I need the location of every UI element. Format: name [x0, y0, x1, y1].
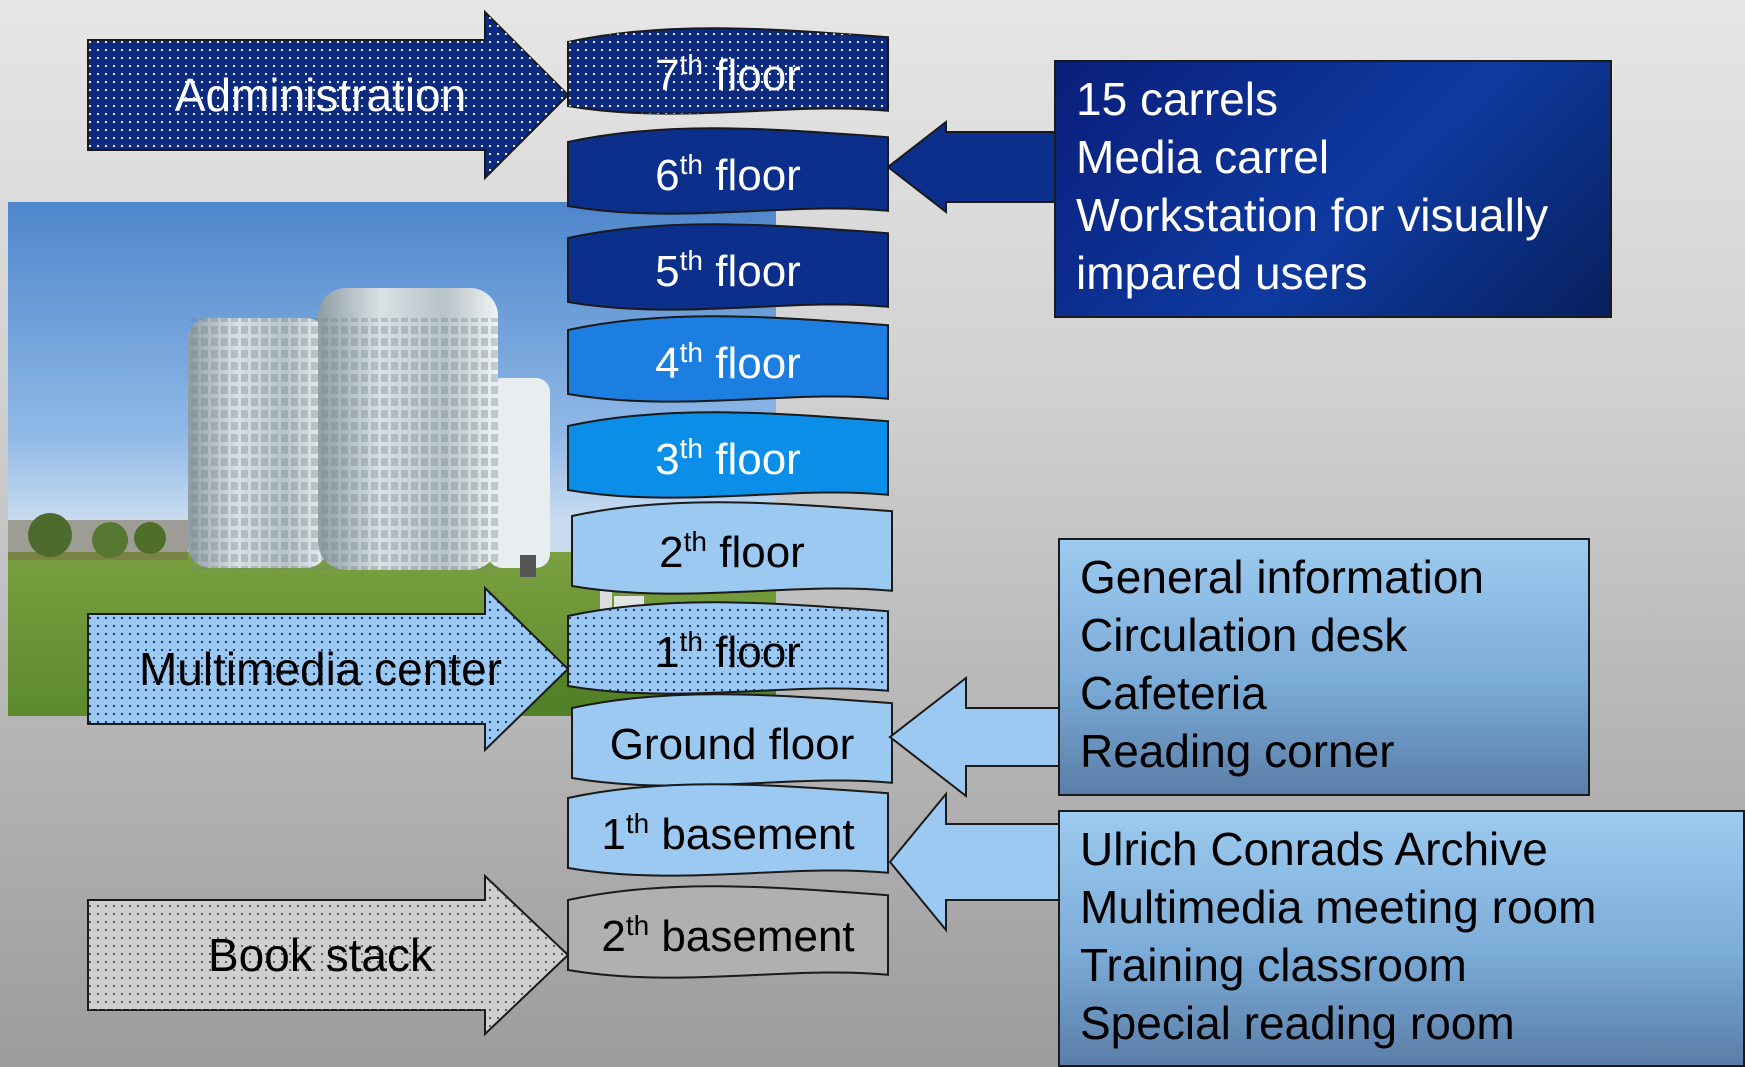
arrow-to-ground-floor: [888, 675, 1061, 799]
arrow-label: Multimedia center: [139, 643, 502, 695]
floor-2th-basement: 2th basement: [567, 885, 889, 979]
arrow-book-stack: Book stack: [87, 873, 570, 1037]
info-line: 15 carrels: [1076, 73, 1278, 125]
sixth-floor-info-box: 15 carrels Media carrel Workstation for …: [1054, 60, 1612, 318]
floor-3th-floor: 3th floor: [567, 411, 889, 499]
arrow-to-1th-basement: [888, 791, 1061, 933]
info-line: Training classroom: [1080, 939, 1467, 991]
floor-4th-floor: 4th floor: [567, 315, 889, 403]
info-line: Cafeteria: [1080, 667, 1267, 719]
floor-label: 3th floor: [655, 433, 801, 484]
info-line: Workstation for visually: [1076, 189, 1549, 241]
floor-6th-floor: 6th floor: [567, 127, 889, 215]
floor-ground-floor: Ground floor: [571, 693, 893, 787]
floor-label: 1th floor: [655, 626, 801, 677]
floor-1th-floor: 1th floor: [567, 601, 889, 695]
floor-label: 2th basement: [601, 910, 854, 961]
floor-7th-floor: 7th floor: [567, 27, 889, 115]
arrow-label: Book stack: [208, 929, 434, 981]
floor-label: 7th floor: [655, 49, 801, 100]
floor-label: 1th basement: [601, 808, 854, 859]
info-line: Media carrel: [1076, 131, 1330, 183]
floor-label: 4th floor: [655, 337, 801, 388]
floor-2th-floor: 2th floor: [571, 501, 893, 595]
info-line: Special reading room: [1080, 997, 1515, 1049]
ground-floor-info-box: General information Circulation desk Caf…: [1058, 538, 1590, 796]
floor-label: Ground floor: [610, 720, 855, 769]
floor-5th-floor: 5th floor: [567, 223, 889, 311]
floor-label: 6th floor: [655, 149, 801, 200]
info-line: Reading corner: [1080, 725, 1395, 777]
info-line: Ulrich Conrads Archive: [1080, 823, 1548, 875]
arrow-to-6th-floor: [886, 119, 1057, 215]
info-line: General information: [1080, 551, 1484, 603]
arrow-administration: Administration: [87, 9, 570, 181]
basement-info-box: Ulrich Conrads Archive Multimedia meetin…: [1058, 810, 1745, 1067]
info-line: Circulation desk: [1080, 609, 1408, 661]
info-line: Multimedia meeting room: [1080, 881, 1597, 933]
floor-label: 2th floor: [659, 526, 805, 577]
info-line: impared users: [1076, 247, 1368, 299]
arrow-label: Administration: [175, 69, 466, 121]
library-tower: [188, 288, 644, 624]
floor-1th-basement: 1th basement: [567, 783, 889, 877]
floor-label: 5th floor: [655, 245, 801, 296]
arrow-multimedia-center: Multimedia center: [87, 585, 570, 753]
